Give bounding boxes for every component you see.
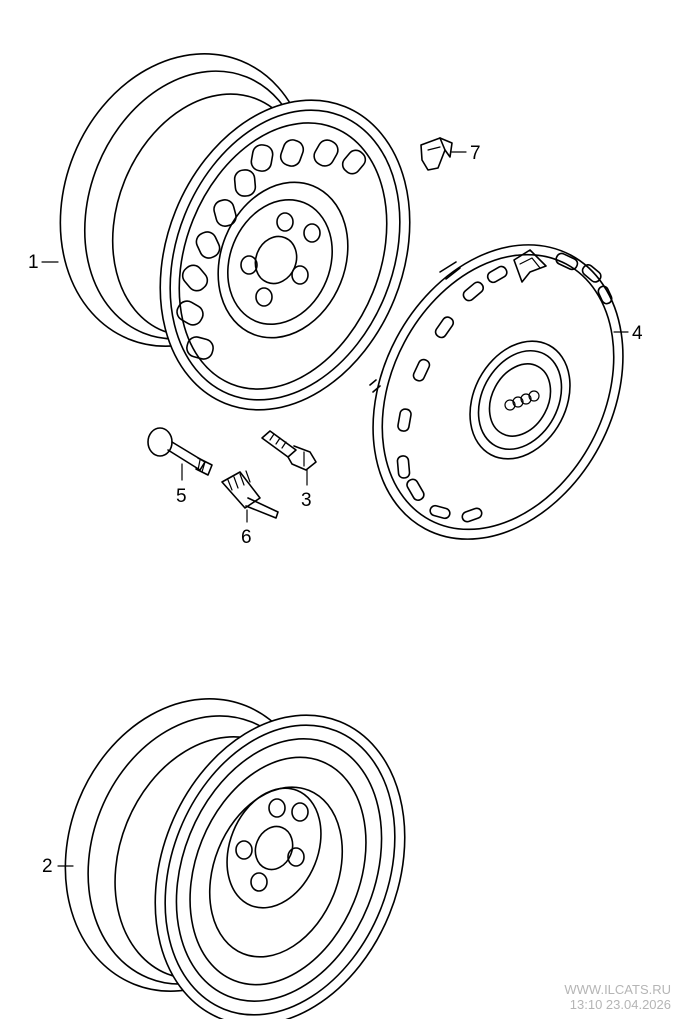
- svg-text:2: 2: [42, 856, 53, 877]
- steel-wheel-plain[interactable]: [23, 661, 450, 1019]
- tire-valve-metal[interactable]: [221, 470, 279, 519]
- callout-3: 3: [301, 469, 312, 511]
- svg-text:1: 1: [28, 252, 39, 273]
- callout-4: 4: [613, 323, 643, 344]
- svg-text:3: 3: [301, 490, 312, 511]
- svg-text:4: 4: [632, 323, 643, 344]
- wheel-hubcap[interactable]: [324, 201, 673, 583]
- lug-holes: [240, 212, 321, 307]
- wheel-bolt[interactable]: [261, 430, 317, 471]
- vent-holes: [176, 139, 367, 360]
- watermark-site: WWW.ILCATS.RU: [564, 982, 671, 997]
- callout-7: 7: [451, 143, 481, 164]
- svg-text:6: 6: [241, 527, 252, 548]
- steel-wheel-vented[interactable]: [18, 16, 455, 448]
- callout-5: 5: [176, 463, 187, 507]
- callout-6: 6: [241, 509, 252, 548]
- svg-text:5: 5: [176, 486, 187, 507]
- hubcap-slots: [396, 252, 613, 523]
- callout-2: 2: [42, 856, 74, 877]
- four-rings-emblem: [504, 390, 540, 411]
- svg-text:7: 7: [470, 143, 481, 164]
- balance-weight-clip[interactable]: [420, 137, 453, 171]
- tire-valve[interactable]: [147, 427, 213, 476]
- callout-1: 1: [28, 252, 59, 273]
- lug-holes-plain: [235, 798, 309, 892]
- watermark-timestamp: 13:10 23.04.2026: [569, 997, 671, 1012]
